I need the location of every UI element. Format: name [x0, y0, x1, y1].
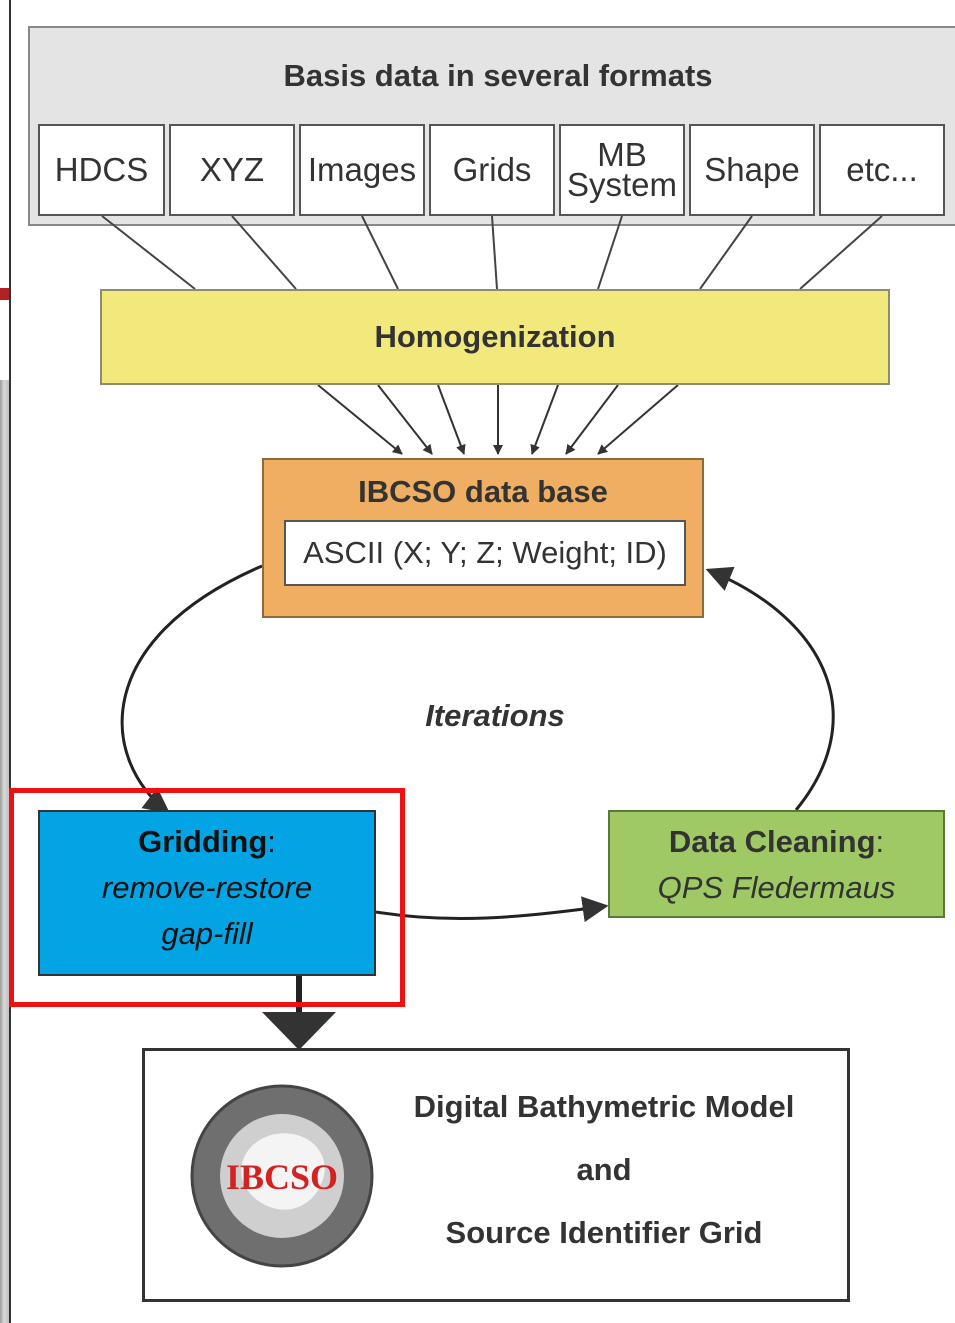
format-xyz: XYZ	[169, 124, 295, 216]
gridding-highlight-frame	[9, 788, 405, 1007]
cleaning-title-line: Data Cleaning:	[610, 824, 943, 860]
loop-arrow-left	[120, 564, 263, 814]
output-line-1: Digital Bathymetric Model	[413, 1089, 795, 1124]
format-hdcs: HDCS	[38, 124, 165, 216]
format-to-homogenization-lines	[101, 215, 883, 290]
cleaning-tool: QPS Fledermaus	[657, 870, 896, 905]
output-arrow-head	[262, 1012, 336, 1050]
format-label: Grids	[452, 151, 532, 188]
iterations-label: Iterations	[425, 698, 565, 733]
homogenization-label: Homogenization	[374, 319, 616, 354]
format-etc: etc...	[819, 124, 945, 216]
format-label: HDCS	[54, 151, 149, 188]
format-label: Shape	[704, 151, 800, 188]
logo-antarctica-shape	[241, 1133, 325, 1210]
format-grids: Grids	[429, 124, 555, 216]
format-label: MB	[597, 136, 647, 173]
left-background-strip	[0, 380, 10, 1323]
gridding-line-1: remove-restore	[101, 870, 313, 905]
data-cleaning-box: Data Cleaning: QPS Fledermaus	[608, 810, 945, 918]
loop-arrow-bottom	[375, 896, 609, 923]
gridding-box: Gridding: remove-restore gap-fill	[38, 810, 376, 976]
gridding-colon: :	[267, 824, 276, 859]
homogenization-to-database-arrows	[317, 384, 679, 455]
format-images: Images	[299, 124, 425, 216]
format-label: System	[566, 166, 678, 203]
left-red-tick	[0, 288, 10, 300]
format-label: etc...	[846, 151, 918, 188]
left-border-line	[9, 0, 11, 1323]
loop-arrow-right	[705, 566, 835, 811]
gridding-line-2: gap-fill	[161, 916, 253, 951]
basis-data-title: Basis data in several formats	[283, 58, 713, 93]
homogenization-box: Homogenization	[100, 289, 890, 385]
database-title: IBCSO data base	[358, 474, 608, 509]
ibcso-logo: IBCSO	[190, 1084, 374, 1268]
output-line-3: Source Identifier Grid	[445, 1215, 763, 1250]
ascii-record-box: ASCII (X; Y; Z; Weight; ID)	[284, 520, 686, 586]
logo-wordmark: IBCSO	[226, 1157, 338, 1197]
gridding-title: Gridding	[138, 824, 268, 859]
cleaning-colon: :	[875, 824, 885, 859]
format-label: XYZ	[199, 151, 265, 188]
output-box: IBCSO Digital Bathymetric Model and Sour…	[142, 1048, 850, 1302]
ascii-record-label: ASCII (X; Y; Z; Weight; ID)	[303, 535, 667, 570]
output-line-2: and	[576, 1152, 632, 1187]
gridding-title-line: Gridding:	[40, 824, 374, 860]
ibcso-database-box: IBCSO data base ASCII (X; Y; Z; Weight; …	[262, 458, 704, 618]
format-shape: Shape	[689, 124, 815, 216]
format-mb-system: MB System	[559, 124, 685, 216]
cleaning-title: Data Cleaning	[668, 824, 876, 859]
format-label: Images	[307, 151, 417, 188]
